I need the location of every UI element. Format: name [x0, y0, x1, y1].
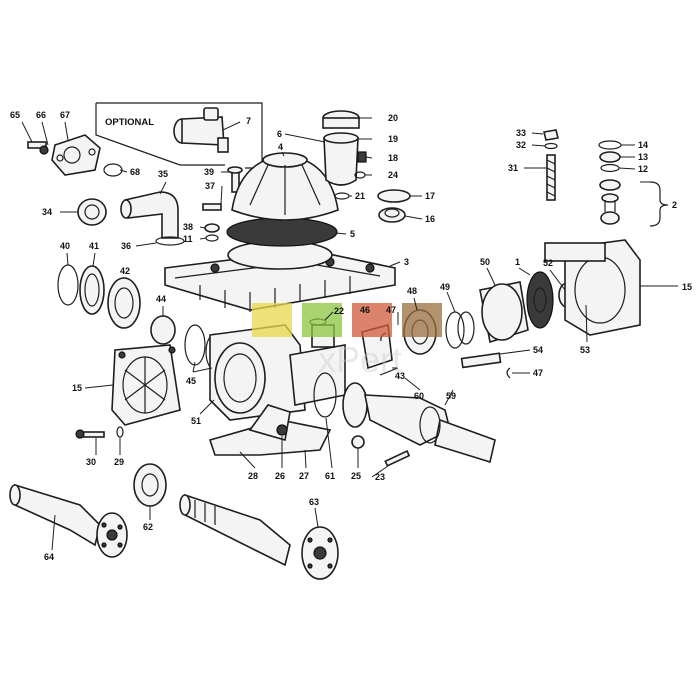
elbow-fitting: [77, 166, 243, 246]
callout-36: 36: [121, 241, 131, 251]
callout-22: 22: [334, 306, 344, 316]
port-assembly: [27, 134, 123, 177]
callout-47-upper: 47: [386, 305, 396, 315]
callout-40: 40: [60, 241, 70, 251]
callout-44: 44: [156, 294, 166, 304]
bolt-30: [75, 426, 124, 439]
callout-27: 27: [299, 471, 309, 481]
callout-35: 35: [158, 169, 168, 179]
valve-stack: [598, 140, 669, 227]
callout-5: 5: [350, 229, 355, 239]
callout-51: 51: [191, 416, 201, 426]
watermark-text: xPert: [318, 339, 402, 380]
callout-30: 30: [86, 457, 96, 467]
callout-29: 29: [114, 457, 124, 467]
callout-63: 63: [309, 497, 319, 507]
callout-39: 39: [204, 167, 214, 177]
optional-label: OPTIONAL: [105, 117, 154, 128]
pin-54: [460, 352, 511, 379]
callout-18: 18: [388, 153, 398, 163]
callout-53: 53: [580, 345, 590, 355]
right-drive: [479, 239, 641, 344]
callout-66: 66: [36, 110, 46, 120]
callout-19: 19: [388, 134, 398, 144]
callout-68: 68: [130, 167, 140, 177]
callout-12: 12: [638, 164, 648, 174]
callout-62: 62: [143, 522, 153, 532]
callout-3: 3: [404, 257, 409, 267]
callout-60: 60: [414, 391, 424, 401]
callout-41: 41: [89, 241, 99, 251]
valve-ring: [377, 189, 411, 223]
callout-52: 52: [543, 258, 553, 268]
callout-59: 59: [446, 391, 456, 401]
air-chamber: [322, 110, 367, 200]
stud-assembly: [543, 129, 559, 201]
callout-26: 26: [275, 471, 285, 481]
mount-bracket: [208, 404, 332, 456]
callout-46: 46: [360, 305, 370, 315]
callout-42: 42: [120, 266, 130, 276]
callout-67: 67: [60, 110, 70, 120]
callout-2: 2: [672, 200, 677, 210]
callout-28: 28: [248, 471, 258, 481]
callout-6: 6: [277, 129, 282, 139]
top-casting: [164, 240, 396, 312]
callout-labels: 65 66 67 68 7 6 4 20 19 18 24 21 17 16 5…: [10, 110, 692, 562]
callout-16: 16: [425, 214, 435, 224]
callout-34: 34: [42, 207, 52, 217]
callout-31: 31: [508, 163, 518, 173]
callout-65: 65: [10, 110, 20, 120]
crankshaft: [313, 372, 496, 464]
callout-64: 64: [44, 552, 54, 562]
pump-body: [209, 324, 346, 421]
nut-bolt-25-23: [351, 435, 411, 467]
callout-21: 21: [355, 191, 365, 201]
callout-4: 4: [278, 142, 283, 152]
callout-32: 32: [516, 140, 526, 150]
callout-23: 23: [375, 472, 385, 482]
callout-20: 20: [388, 113, 398, 123]
callout-24: 24: [388, 170, 398, 180]
optional-box: OPTIONAL: [95, 102, 263, 169]
callout-37: 37: [205, 181, 215, 191]
dome-cover: [231, 152, 339, 221]
callout-54: 54: [533, 345, 543, 355]
diaphragm: [226, 217, 338, 247]
callout-61: 61: [325, 471, 335, 481]
callout-13: 13: [638, 152, 648, 162]
callout-43: 43: [395, 371, 405, 381]
callout-48: 48: [407, 286, 417, 296]
seal-62: [133, 463, 167, 507]
callout-15-left: 15: [72, 383, 82, 393]
shaft-63: [179, 493, 339, 580]
callout-45: 45: [186, 376, 196, 386]
callout-25: 25: [351, 471, 361, 481]
callout-33: 33: [516, 128, 526, 138]
callout-11: 11: [183, 234, 193, 244]
callout-14: 14: [638, 140, 648, 150]
leader-lines: [21, 117, 678, 551]
callout-17: 17: [425, 191, 435, 201]
callout-49: 49: [440, 282, 450, 292]
callout-38: 38: [183, 222, 193, 232]
callout-50: 50: [480, 257, 490, 267]
callout-7: 7: [246, 116, 251, 126]
watermark: xPert: [252, 303, 442, 380]
callout-47-lower: 47: [533, 368, 543, 378]
bearing-set-left: [57, 264, 225, 371]
callout-15-right: 15: [682, 282, 692, 292]
shaft-64: [9, 483, 128, 558]
side-cover-left: [111, 344, 181, 426]
callout-1: 1: [515, 257, 520, 267]
